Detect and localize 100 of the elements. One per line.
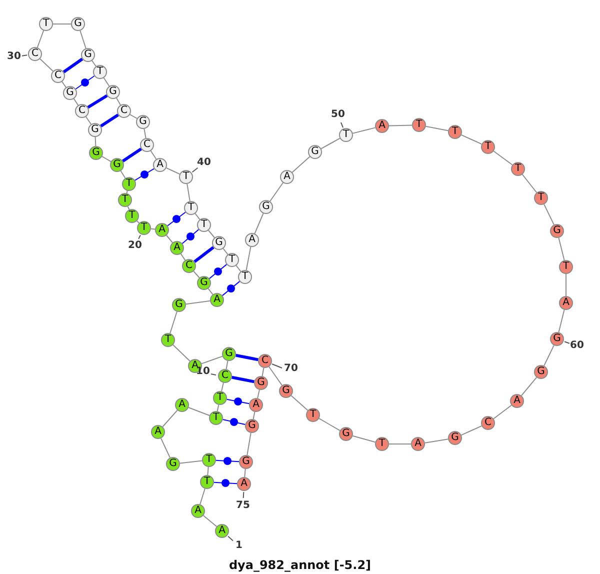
nucleotide-circle: G (166, 457, 180, 471)
nucleotide-circle: T (238, 270, 252, 284)
backbone-line (221, 382, 224, 392)
nucleotide-circle: T (534, 191, 548, 205)
backbone-line (257, 389, 260, 399)
backbone-line (80, 30, 86, 49)
nucleotide-circle: T (39, 17, 53, 31)
nucleotide-circle: G (534, 365, 548, 379)
nucleotide-circle: A (245, 233, 259, 247)
nucleotide-circle: C (51, 69, 65, 83)
nucleotide-circle: A (175, 398, 189, 412)
backbone-line (208, 230, 216, 238)
backbone-line (493, 150, 513, 166)
base-pair-bond (236, 354, 258, 362)
backbone-line (544, 204, 554, 226)
nucleotide-circle: G (212, 236, 226, 250)
backbone-line (73, 98, 79, 106)
position-number: 40 (197, 157, 211, 169)
nucleotide-circle: C (258, 354, 272, 368)
backbone-line (236, 265, 242, 272)
base-pair-bond (87, 94, 108, 109)
position-number: 75 (236, 500, 250, 512)
base-pair-bond (226, 398, 250, 404)
backbone-line (493, 404, 512, 420)
base-pair-bond (167, 212, 186, 226)
base-pair-bond (194, 246, 214, 263)
nucleotide-circle: G (63, 86, 77, 100)
nucleotide-circle: T (306, 408, 320, 422)
position-number: 30 (7, 51, 21, 63)
caption: dya_982_annot [-5.2] (228, 558, 372, 572)
backbone-line (85, 116, 92, 125)
nucleotide-circle: G (172, 298, 186, 312)
base-pair-bond (75, 76, 95, 90)
backbone-line (150, 150, 157, 160)
nucleotide-circle: G (110, 158, 124, 172)
nucleotide-circle: A (155, 223, 169, 237)
backbone-line (254, 212, 264, 234)
backbone-line (40, 58, 54, 72)
nucleotide-circle: G (89, 146, 103, 160)
backbone-line (166, 234, 174, 244)
nucleotide-circle: G (197, 276, 211, 290)
nucleotide-circle: G (550, 332, 564, 346)
backbone-line (179, 460, 203, 464)
backbone-line (166, 167, 180, 175)
backbone-line (144, 128, 146, 139)
nucleotide-circle: A (191, 504, 205, 518)
position-number: 20 (128, 240, 142, 252)
position-number: 70 (284, 363, 298, 375)
backbone-line (102, 156, 112, 162)
backbone-line (244, 468, 246, 478)
backbone-line (290, 395, 308, 411)
nucleotide-circle: G (550, 224, 564, 238)
backbone-line (246, 432, 252, 456)
backbone-line (522, 174, 538, 194)
nucleotide-circle: A (510, 394, 524, 408)
nucleotide-circle: G (245, 419, 259, 433)
backbone-line (201, 356, 223, 364)
nucleotide-circle: G (254, 376, 268, 390)
base-pair-bond (100, 114, 119, 128)
backbone-line (94, 136, 96, 146)
nucleotide-circle: T (202, 453, 216, 467)
nucleotide-circle: A (170, 241, 184, 255)
nucleotide-circle: A (215, 524, 229, 538)
nucleotide-circle: T (481, 140, 495, 154)
nucleotide-circle: A (280, 170, 294, 184)
nucleotide-circle: G (279, 384, 293, 398)
nucleotide-circle: T (339, 128, 353, 142)
nucleotide-circle: T (122, 177, 136, 191)
nucleotide-circle: A (411, 437, 425, 451)
nucleotide-circle: T (209, 411, 223, 425)
backbone-line (318, 418, 340, 431)
backbone-line (120, 170, 126, 179)
backbone-line (207, 466, 209, 476)
nucleotide-circle: C (140, 138, 154, 152)
base-pair-bond (182, 229, 200, 244)
base-pair-bond (208, 264, 228, 280)
backbone-line (460, 134, 482, 145)
backbone-line (320, 138, 340, 150)
backbone-line (460, 425, 482, 436)
nucleotide-circle: G (81, 48, 95, 62)
nucleotide-circle: C (182, 259, 196, 273)
nucleotide-circle: G (106, 85, 120, 99)
nucleotide-circle: A (153, 158, 167, 172)
nucleotide-circle: T (412, 118, 426, 132)
nucleotide-circle: T (213, 391, 227, 405)
backbone-line (292, 156, 310, 173)
nucleotide-circle: T (137, 221, 151, 235)
base-pair-bond (222, 419, 246, 425)
nucleotide-circle: T (225, 253, 239, 267)
backbone-line (216, 404, 220, 412)
base-pair-bond (62, 58, 84, 74)
backbone-line (188, 407, 210, 416)
backbone-line (252, 411, 256, 420)
backbone-line (246, 246, 252, 271)
nucleotide-circle: G (448, 431, 462, 445)
nucleotide-circle: G (239, 455, 253, 469)
backbone-line (226, 360, 228, 370)
backbone-line (558, 237, 565, 261)
nucleotide-circle: T (125, 209, 139, 223)
nucleotide-circle: G (259, 200, 273, 214)
